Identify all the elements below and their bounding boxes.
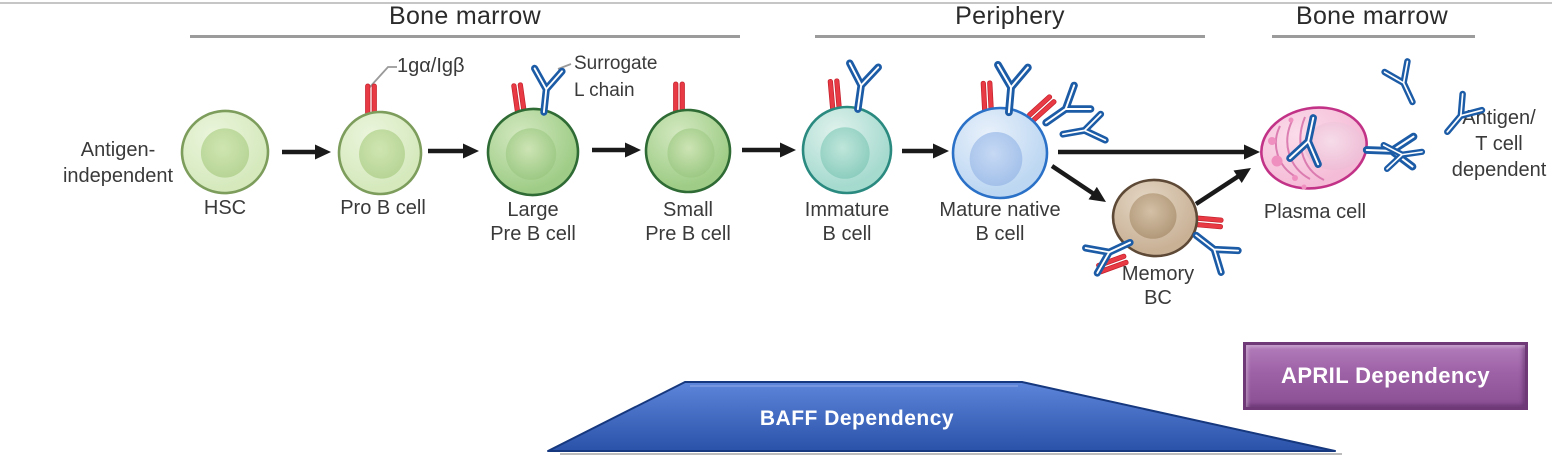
april-dependency-banner-label: APRIL Dependency	[1281, 363, 1490, 388]
antibody-centerline	[1084, 241, 1131, 274]
immature-b-cell-label: Immature B cell	[804, 199, 890, 245]
plasma-cell-label: Plasma cell	[1263, 201, 1367, 223]
antibody-centerline	[1045, 84, 1092, 124]
small-pre-b-cell-nucleus	[667, 128, 715, 178]
region-header-bone-marrow-right: Bone marrow	[1296, 2, 1448, 30]
memory-bc-label: Memory BC	[1121, 263, 1195, 309]
memory-bc-nucleus	[1129, 193, 1177, 239]
antibody-y-icon	[1286, 114, 1322, 168]
large-pre-b-cell-label: Large Pre B cell	[490, 199, 576, 245]
arrow-head	[1088, 186, 1106, 202]
iga-igb-connector-line	[368, 66, 397, 89]
pro-b-cell-nucleus	[359, 129, 405, 179]
baff-dependency-banner-label: BAFF Dependency	[759, 407, 955, 430]
antibody-centerline	[996, 63, 1029, 114]
antibody-y-icon	[1059, 110, 1109, 144]
small-pre-b-cell-label: Small Pre B cell	[645, 199, 731, 245]
mature-native-b-cell-label: Mature native B cell	[939, 199, 1061, 245]
baff-dependency-banner-shape	[547, 381, 1336, 452]
arrow-head	[780, 142, 796, 158]
arrow-head	[625, 142, 641, 158]
antibody-centerline	[533, 67, 563, 114]
mature-native-b-cell-nucleus	[969, 132, 1023, 186]
receptor-bar	[679, 81, 685, 114]
antibody-centerline	[1288, 116, 1320, 166]
antigen-independent-label: Antigen- independent	[62, 139, 174, 187]
arrow-shaft	[1194, 173, 1242, 206]
antibody-y-icon	[1381, 58, 1416, 106]
plasma-er-streak	[1286, 120, 1311, 180]
antibody-y-icon	[1042, 81, 1095, 127]
receptor-bar	[980, 80, 988, 113]
igalpha-igbeta-receptor-bars-icon	[673, 81, 685, 114]
igalpha-igbeta-receptor-bars-icon	[980, 80, 994, 113]
antibody-y-icon	[1192, 231, 1242, 276]
arrow-head	[1233, 168, 1251, 184]
antibody-centerline	[848, 62, 880, 111]
antibody-y-icon	[846, 59, 882, 113]
arrow-head	[933, 143, 949, 159]
region-header-periphery: Periphery	[955, 2, 1065, 30]
immature-b-cell-nucleus	[820, 127, 870, 179]
antibody-centerline	[1195, 234, 1240, 274]
plasma-er-streak	[1299, 116, 1325, 181]
igalpha-igbeta-receptor-bars-icon	[1191, 215, 1224, 230]
receptor-bar	[673, 81, 679, 114]
antibody-centerline	[1062, 113, 1107, 142]
antibody-y-icon	[1380, 142, 1426, 172]
receptor-bar	[371, 83, 377, 116]
surrogate-l-chain-label: Surrogate L chain	[574, 53, 658, 101]
antibody-centerline	[1382, 144, 1423, 170]
pro-b-cell-label: Pro B cell	[340, 197, 426, 219]
arrow-head	[315, 144, 331, 160]
antibody-y-icon	[1444, 90, 1486, 136]
iga-igb-label: 1gα/Igβ	[397, 55, 465, 77]
region-underline-bone-marrow-right	[1272, 35, 1475, 38]
receptor-bar	[827, 79, 836, 111]
top-border-line	[0, 2, 1552, 4]
igalpha-igbeta-receptor-bars-icon	[827, 78, 842, 111]
plasma-granule-dot	[1288, 117, 1294, 123]
plasma-granule-dot	[1271, 155, 1283, 167]
antigen-t-cell-dependent-label: Antigen/ T cell dependent	[1451, 107, 1547, 181]
region-header-bone-marrow-left: Bone marrow	[389, 2, 541, 30]
antibody-centerline	[1383, 60, 1414, 103]
hsc-nucleus	[200, 128, 250, 178]
plasma-er-streak	[1274, 125, 1297, 178]
arrow-head	[463, 143, 479, 159]
plasma-granule-dot	[1301, 184, 1307, 190]
arrow-shaft	[1050, 164, 1097, 197]
hsc-label: HSC	[203, 197, 247, 219]
arrow-head	[1244, 144, 1260, 160]
antibody-centerline	[1446, 93, 1483, 133]
antibody-y-icon	[1082, 238, 1134, 277]
april-dependency-banner: APRIL Dependency	[1243, 342, 1528, 410]
surrogate-connector-line	[557, 63, 572, 70]
region-underline-periphery	[815, 35, 1205, 38]
igalpha-igbeta-receptor-bars-icon	[365, 83, 377, 116]
antibody-y-icon	[994, 60, 1032, 117]
antibody-y-icon	[531, 64, 566, 116]
large-pre-b-cell-nucleus	[505, 128, 557, 180]
receptor-bar	[834, 78, 842, 111]
plasma-granule-dot	[1292, 175, 1298, 181]
region-underline-bone-marrow-left	[190, 35, 740, 38]
plasma-granule-dot	[1268, 137, 1276, 145]
receptor-bar	[365, 83, 371, 116]
